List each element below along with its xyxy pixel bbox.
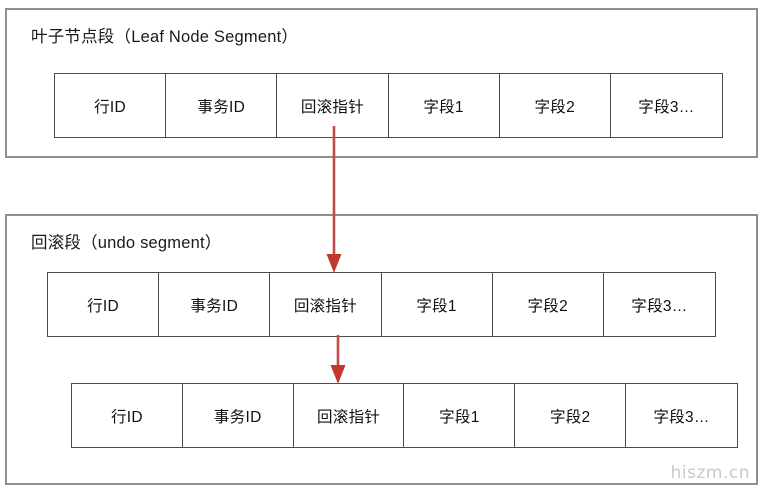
cell-transaction-id: 事务ID (182, 384, 294, 447)
cell-field-2: 字段2 (515, 384, 627, 447)
cell-field-2: 字段2 (492, 273, 604, 336)
leaf-record-row: 行ID 事务ID 回滚指针 字段1 字段2 字段3… (54, 73, 723, 138)
cell-field-1: 字段1 (404, 384, 516, 447)
leaf-node-segment-box: 叶子节点段（Leaf Node Segment） 行ID 事务ID 回滚指针 字… (5, 8, 758, 158)
cell-field-3: 字段3… (610, 74, 723, 137)
cell-field-1: 字段1 (381, 273, 493, 336)
leaf-rollback-pointer-arrow (326, 126, 342, 273)
undo-record-row-1: 行ID 事务ID 回滚指针 字段1 字段2 字段3… (47, 272, 716, 337)
cell-field-3: 字段3… (603, 273, 716, 336)
watermark: hiszm.cn (670, 463, 750, 483)
cell-row-id: 行ID (48, 273, 160, 336)
leaf-node-segment-title: 叶子节点段（Leaf Node Segment） (31, 28, 299, 46)
undo-segment-title: 回滚段（undo segment） (31, 234, 222, 252)
cell-field-1: 字段1 (388, 74, 500, 137)
cell-row-id: 行ID (72, 384, 183, 447)
cell-row-id: 行ID (55, 74, 167, 137)
cell-transaction-id: 事务ID (159, 273, 271, 336)
cell-field-3: 字段3… (626, 384, 737, 447)
cell-transaction-id: 事务ID (166, 74, 278, 137)
cell-rollback-pointer: 回滚指针 (293, 384, 405, 447)
cell-field-2: 字段2 (499, 74, 611, 137)
cell-rollback-pointer: 回滚指针 (270, 273, 382, 336)
undo-record-row-2: 行ID 事务ID 回滚指针 字段1 字段2 字段3… (71, 383, 738, 448)
undo-rollback-pointer-arrow (330, 335, 346, 384)
